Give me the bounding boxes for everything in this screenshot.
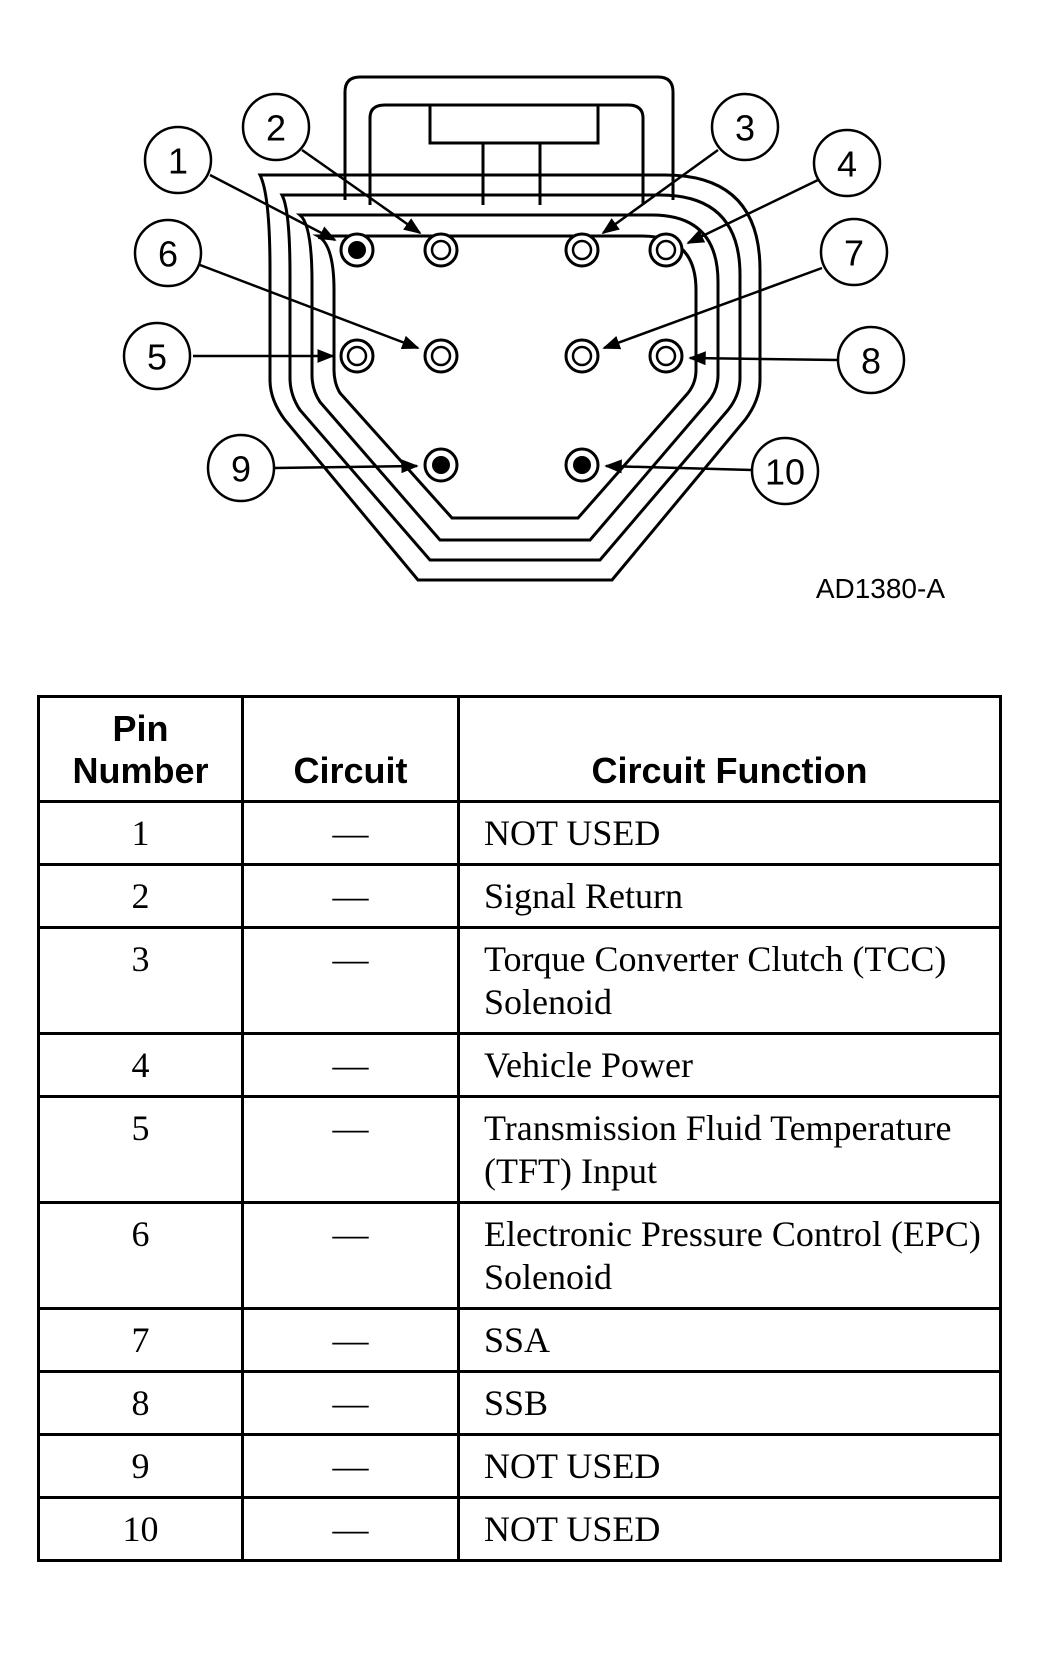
connector-housing [257,173,762,582]
callout-label-4: 4 [837,144,857,185]
circuit-cell: — [241,863,460,929]
circuit-function-cell: SSA [457,1307,1002,1373]
callout-circle-8 [836,325,906,395]
leader-7 [602,266,823,350]
table-row: 9 — NOT USED [37,1433,1002,1499]
circuit-function-cell: Transmission Fluid Temperature (TFT) Inp… [457,1095,1002,1204]
circuit-function-cell: NOT USED [457,800,1002,866]
circuit-cell: — [241,1433,460,1499]
leader-8 [688,351,839,366]
leader-2 [301,148,422,235]
circuit-function-cell: Signal Return [457,863,1002,929]
pin-number-cell: 6 [37,1201,244,1310]
table-row: 1 — NOT USED [37,800,1002,866]
table-row: 3 — Torque Converter Clutch (TCC) Soleno… [37,926,1002,1035]
pin-number-cell: 3 [37,926,244,1035]
table-row: 5 — Transmission Fluid Temperature (TFT)… [37,1095,1002,1204]
circuit-function-cell: NOT USED [457,1496,1002,1562]
table-row: 4 — Vehicle Power [37,1032,1002,1098]
callout-label-7: 7 [844,233,864,274]
circuit-cell: — [241,1095,460,1204]
pin-number-cell: 9 [37,1433,244,1499]
circuit-function-cell: Electronic Pressure Control (EPC) Soleno… [457,1201,1002,1310]
leader-1 [209,173,337,242]
pin-7 [564,338,600,374]
pin-8 [648,338,684,374]
callout-circle-3 [710,92,780,162]
table-row: 6 — Electronic Pressure Control (EPC) So… [37,1201,1002,1310]
pin-1 [339,232,375,268]
circuit-cell: — [241,1032,460,1098]
circuit-function-cell: SSB [457,1370,1002,1436]
callout-label-2: 2 [266,108,286,149]
circuit-cell: — [241,1307,460,1373]
callout-circle-10 [750,436,820,506]
callout-label-5: 5 [147,337,167,378]
leader-4 [686,178,819,245]
circuit-cell: — [241,800,460,866]
pin-number-cell: 4 [37,1032,244,1098]
leader-10 [604,459,753,474]
leader-3 [601,148,719,235]
pin-2 [423,232,459,268]
callout-circle-7 [819,217,889,287]
locking-tab [343,75,675,205]
callout-label-9: 9 [231,449,251,490]
circuit-function-cell: NOT USED [457,1433,1002,1499]
table-row: 2 — Signal Return [37,863,1002,929]
callout-circle-4 [812,128,882,198]
pin-number-cell: 7 [37,1307,244,1373]
circuit-cell: — [241,926,460,1035]
circuit-cell: — [241,1496,460,1562]
pin-3 [564,232,600,268]
header-circuit-function: Circuit Function [457,695,1002,803]
table-row: 8 — SSB [37,1370,1002,1436]
connector-face-svg: 1 2 3 4 5 6 7 8 9 10 AD1380-A [122,75,946,604]
callout-circle-6 [133,218,203,288]
callout-circle-5 [122,321,192,391]
callout-label-10: 10 [765,452,805,493]
table-row: 10 — NOT USED [37,1496,1002,1562]
pin-6 [423,338,459,374]
pin-9 [423,447,459,483]
pin-table: Pin Number Circuit Circuit Function 1 — … [37,695,1002,1562]
table-header-row: Pin Number Circuit Circuit Function [37,695,1002,803]
pin-4 [648,232,684,268]
circuit-function-cell: Vehicle Power [457,1032,1002,1098]
connector-diagram: 1 2 3 4 5 6 7 8 9 10 AD1380-A [0,0,1049,640]
leader-6 [199,263,420,350]
circuit-cell: — [241,1370,460,1436]
pin-number-cell: 10 [37,1496,244,1562]
circuit-function-cell: Torque Converter Clutch (TCC) Solenoid [457,926,1002,1035]
table-row: 7 — SSA [37,1307,1002,1373]
figure-reference: AD1380-A [816,573,946,604]
circuit-cell: — [241,1201,460,1310]
callout-label-1: 1 [168,141,188,182]
header-circuit: Circuit [241,695,460,803]
callout-circle-2 [241,92,311,162]
pin-number-cell: 1 [37,800,244,866]
pin-10 [564,447,600,483]
pin-number-cell: 8 [37,1370,244,1436]
header-pin-number: Pin Number [37,695,244,803]
pin-number-cell: 2 [37,863,244,929]
pin-number-cell: 5 [37,1095,244,1204]
callout-circle-9 [206,433,276,503]
callout-circle-1 [143,125,213,195]
callout-label-3: 3 [735,108,755,149]
callout-label-6: 6 [158,234,178,275]
pin-5 [339,338,375,374]
callout-label-8: 8 [861,341,881,382]
leader-9 [273,459,419,474]
